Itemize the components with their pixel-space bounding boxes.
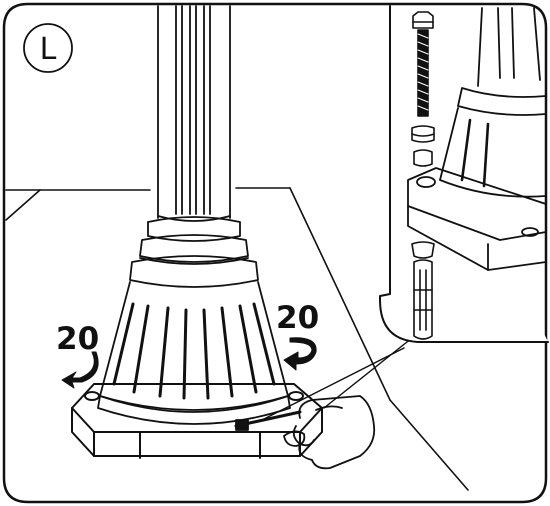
hand-with-wrench-icon — [234, 395, 376, 470]
callout-leader-lines — [261, 337, 413, 421]
lamp-post-column — [157, 5, 231, 222]
washer-icon — [411, 125, 435, 167]
rotation-arrow-icon — [283, 337, 317, 371]
step-badge: L — [23, 23, 73, 73]
hand-with-wrench — [234, 395, 376, 470]
torque-value-left: 20 — [56, 321, 99, 357]
bolt-icon — [412, 11, 434, 117]
floor-plane — [5, 187, 469, 491]
detail-inset — [379, 5, 549, 343]
fluted-cone-base — [97, 281, 291, 425]
torque-value-right: 20 — [276, 300, 319, 336]
anchor-sleeve-icon — [411, 241, 435, 340]
zoomed-post-base — [407, 7, 547, 271]
step-label: L — [40, 32, 57, 67]
rotation-arrow-left — [61, 351, 99, 389]
lamp-post-collar — [129, 216, 259, 288]
octagonal-plinth — [71, 383, 323, 459]
rotation-arrow-icon — [61, 351, 99, 389]
rotation-arrow-right — [283, 337, 317, 371]
